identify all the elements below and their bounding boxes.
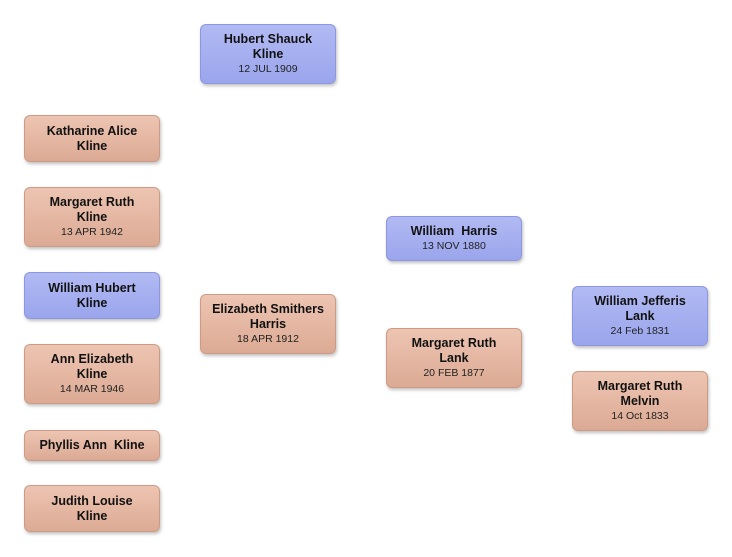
person-birth-date: 13 APR 1942 [61,226,123,238]
person-card-william-jefferis-lank[interactable]: William Jefferis Lank 24 Feb 1831 [572,286,708,346]
person-birth-date: 20 FEB 1877 [423,367,485,379]
person-card-margaret-ruth-lank[interactable]: Margaret Ruth Lank 20 FEB 1877 [386,328,522,388]
person-card-elizabeth-smithers-harris[interactable]: Elizabeth Smithers Harris 18 APR 1912 [200,294,336,354]
person-name: William Jefferis Lank [594,294,686,323]
person-name: Judith Louise Kline [51,493,133,523]
person-card-william-harris[interactable]: William Harris 13 NOV 1880 [386,216,522,261]
person-card-hubert-shauck-kline[interactable]: Hubert Shauck Kline 12 JUL 1909 [200,24,336,84]
person-name: Elizabeth Smithers Harris [212,302,324,331]
person-card-margaret-ruth-kline[interactable]: Margaret Ruth Kline 13 APR 1942 [24,187,160,247]
person-card-margaret-ruth-melvin[interactable]: Margaret Ruth Melvin 14 Oct 1833 [572,371,708,431]
person-name: William Harris [410,224,498,238]
person-birth-date: 12 JUL 1909 [238,63,298,75]
person-birth-date: 14 MAR 1946 [59,383,125,395]
person-name: Ann Elizabeth Kline [50,352,134,381]
person-birth-date: 13 NOV 1880 [422,240,486,252]
person-card-ann-elizabeth-kline[interactable]: Ann Elizabeth Kline 14 MAR 1946 [24,344,160,404]
person-name: William Hubert Kline [48,280,136,310]
person-card-phyllis-ann-kline[interactable]: Phyllis Ann Kline [24,430,160,461]
person-card-katharine-alice-kline[interactable]: Katharine Alice Kline [24,115,160,162]
person-name: Katharine Alice Kline [46,123,138,153]
person-card-judith-louise-kline[interactable]: Judith Louise Kline [24,485,160,532]
person-name: Phyllis Ann Kline [39,438,145,452]
person-card-william-hubert-kline[interactable]: William Hubert Kline [24,272,160,319]
person-birth-date: 24 Feb 1831 [610,325,670,337]
person-name: Margaret Ruth Lank [411,336,497,365]
person-name: Margaret Ruth Melvin [597,379,683,408]
person-birth-date: 14 Oct 1833 [611,410,669,422]
person-birth-date: 18 APR 1912 [237,333,299,345]
person-name: Margaret Ruth Kline [49,195,135,224]
person-name: Hubert Shauck Kline [223,32,313,61]
